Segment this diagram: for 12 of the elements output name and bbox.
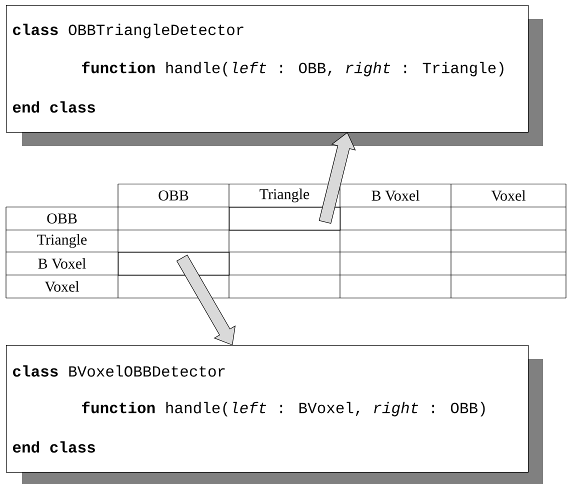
table-cell (229, 207, 341, 231)
row-header: B Voxel (38, 258, 86, 269)
column-header: OBB (158, 190, 188, 201)
row-header: Voxel (44, 281, 80, 292)
column-header: Voxel (491, 190, 526, 201)
column-header: B Voxel (372, 190, 420, 201)
class-box: class BVoxelOBBDetector function handle(left : BVoxel, right : OBB) end class (6, 345, 543, 484)
row-header: OBB (47, 213, 77, 224)
block-arrow (318, 132, 356, 224)
class-box: class OBBTriangleDetector function handle(left : OBB, right : Triangle) end class (6, 5, 543, 146)
row-header: Triangle (37, 234, 87, 248)
table-cell (118, 252, 230, 276)
